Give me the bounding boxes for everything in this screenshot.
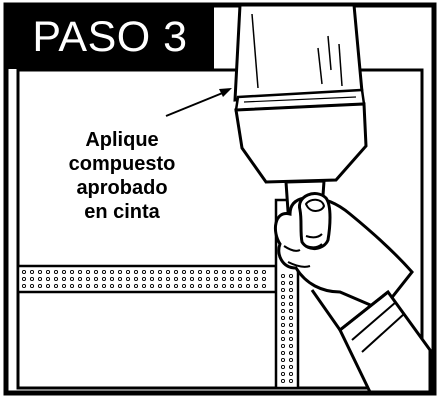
hand-icon [273,192,432,394]
instruction-line: en cinta [84,201,160,223]
instruction-line: Aplique [85,129,159,151]
instruction-line: compuesto [68,153,176,175]
pointer-arrow-icon [165,88,232,117]
horizontal-tape-strip [16,264,278,294]
step-label: PASO 3 [6,5,214,69]
instruction-text: Aplique compuesto aprobado en cinta [42,128,202,224]
inner-frame [16,68,424,390]
instruction-line: aprobado [76,177,168,199]
